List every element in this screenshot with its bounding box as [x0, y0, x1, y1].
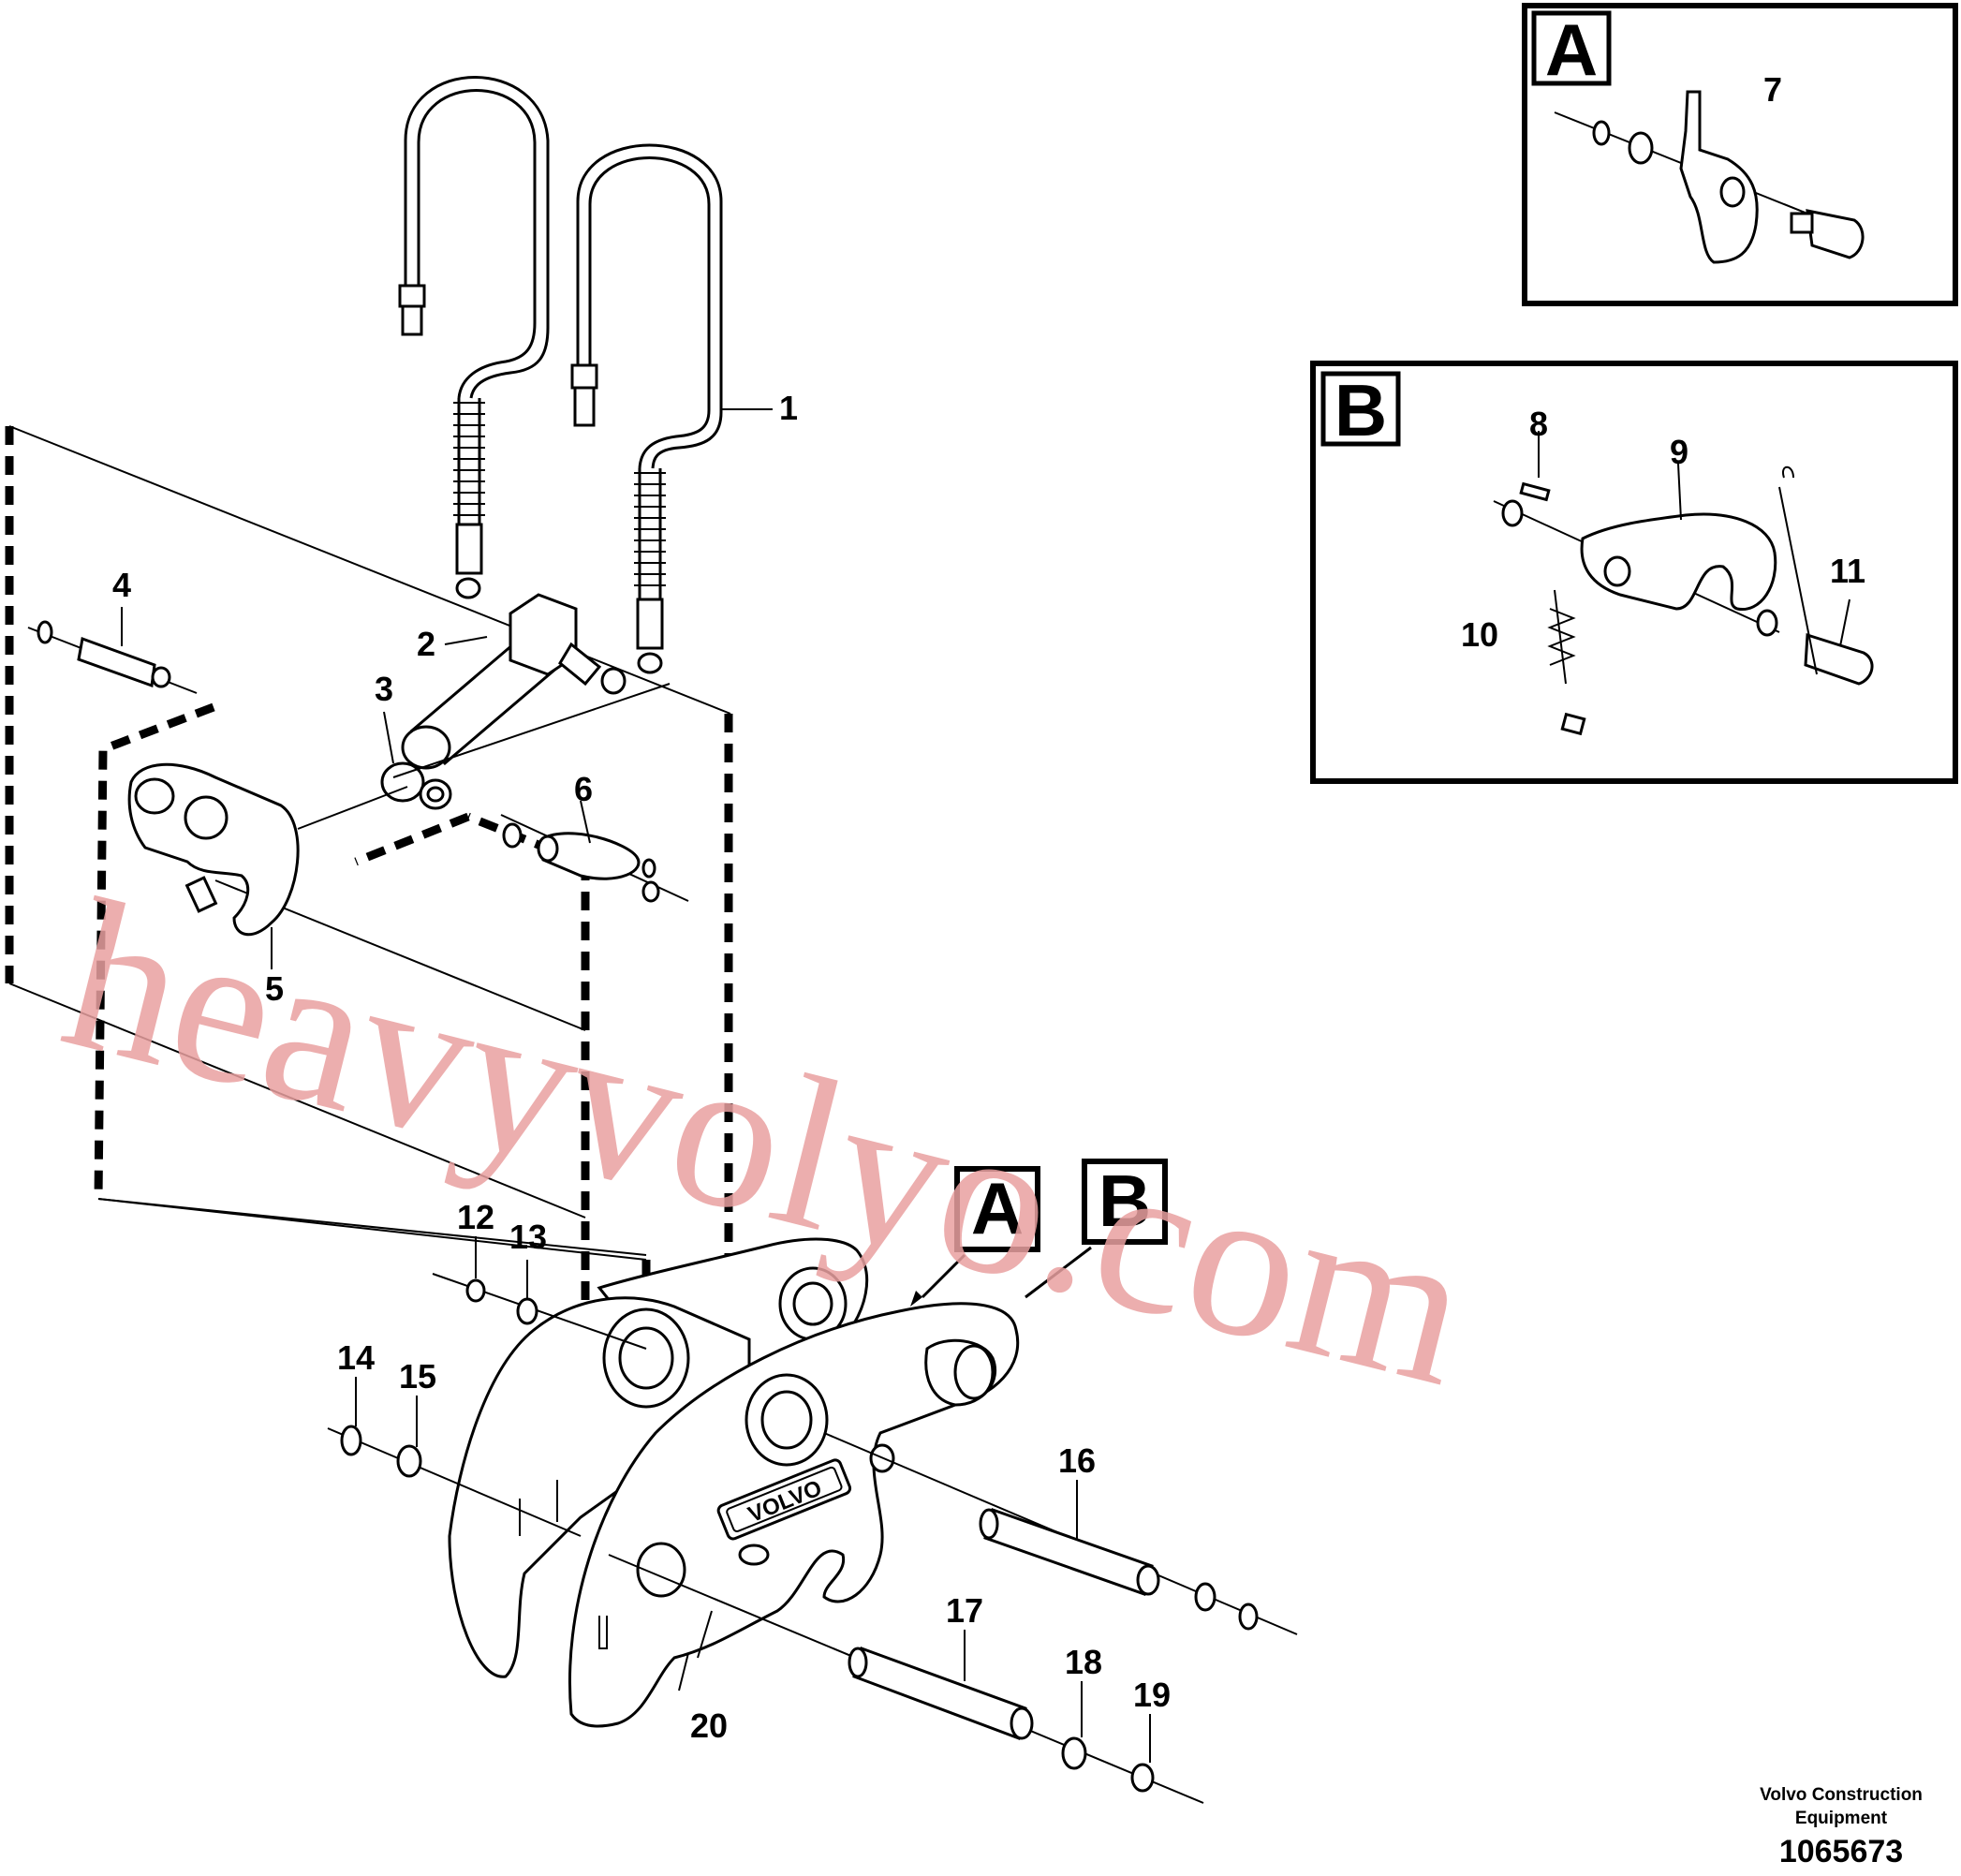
hydraulic-cylinder: [297, 593, 671, 830]
callout-13: 13: [509, 1218, 547, 1256]
callout-10: 10: [1461, 615, 1498, 654]
callout-20: 20: [690, 1706, 728, 1745]
inset-detail-b: B: [1310, 361, 1958, 784]
inset-a-label: A: [1545, 8, 1598, 91]
pin-part-17: [608, 1554, 1204, 1804]
svg-text:B: B: [1098, 1160, 1151, 1242]
pin-part-6: [500, 814, 689, 903]
pin-part-16: [823, 1432, 1298, 1635]
locking-hook-part-5: [127, 762, 300, 969]
washers-14-15: [327, 1377, 582, 1537]
callout-16: 16: [1058, 1441, 1096, 1480]
callout-7: 7: [1763, 70, 1782, 109]
callout-8: 8: [1529, 405, 1548, 443]
inset-b-label: B: [1334, 369, 1387, 451]
callout-numbers: 1 2 3 4 5 6 7 8 9 10 11 12 13 14 15 16 1…: [112, 70, 1865, 1745]
inset-detail-a: A: [1522, 3, 1958, 306]
callout-1: 1: [779, 389, 798, 427]
callout-3: 3: [375, 670, 393, 708]
credit-line-2: Equipment: [1795, 1809, 1888, 1828]
washers-12-13: [432, 1236, 647, 1350]
detail-reference-a: A: [910, 1166, 1040, 1307]
callout-9: 9: [1670, 433, 1688, 471]
callout-12: 12: [457, 1198, 494, 1236]
callout-6: 6: [574, 770, 593, 808]
callout-4: 4: [112, 566, 131, 604]
callout-18: 18: [1065, 1643, 1102, 1681]
callout-15: 15: [399, 1357, 436, 1396]
hydraulic-hose-right: [570, 143, 723, 674]
callout-19: 19: [1133, 1676, 1171, 1714]
detail-reference-b: B: [1025, 1159, 1168, 1299]
leader-lines: [121, 86, 1761, 1691]
credit-line-1: Volvo Construction: [1760, 1785, 1923, 1805]
callout-17: 17: [946, 1591, 983, 1630]
pin-part-4: [27, 620, 198, 694]
quick-coupler-body-part-20: VOLVO: [448, 1237, 1020, 1728]
hydraulic-hose-left: [398, 76, 550, 599]
footer-credit: Volvo Construction Equipment 1065673: [1760, 1785, 1923, 1869]
callout-11: 11: [1830, 552, 1865, 590]
svg-text:A: A: [971, 1167, 1024, 1249]
callout-2: 2: [417, 625, 435, 663]
callout-14: 14: [337, 1338, 375, 1377]
callout-5: 5: [265, 969, 284, 1008]
document-number: 1065673: [1779, 1834, 1903, 1869]
